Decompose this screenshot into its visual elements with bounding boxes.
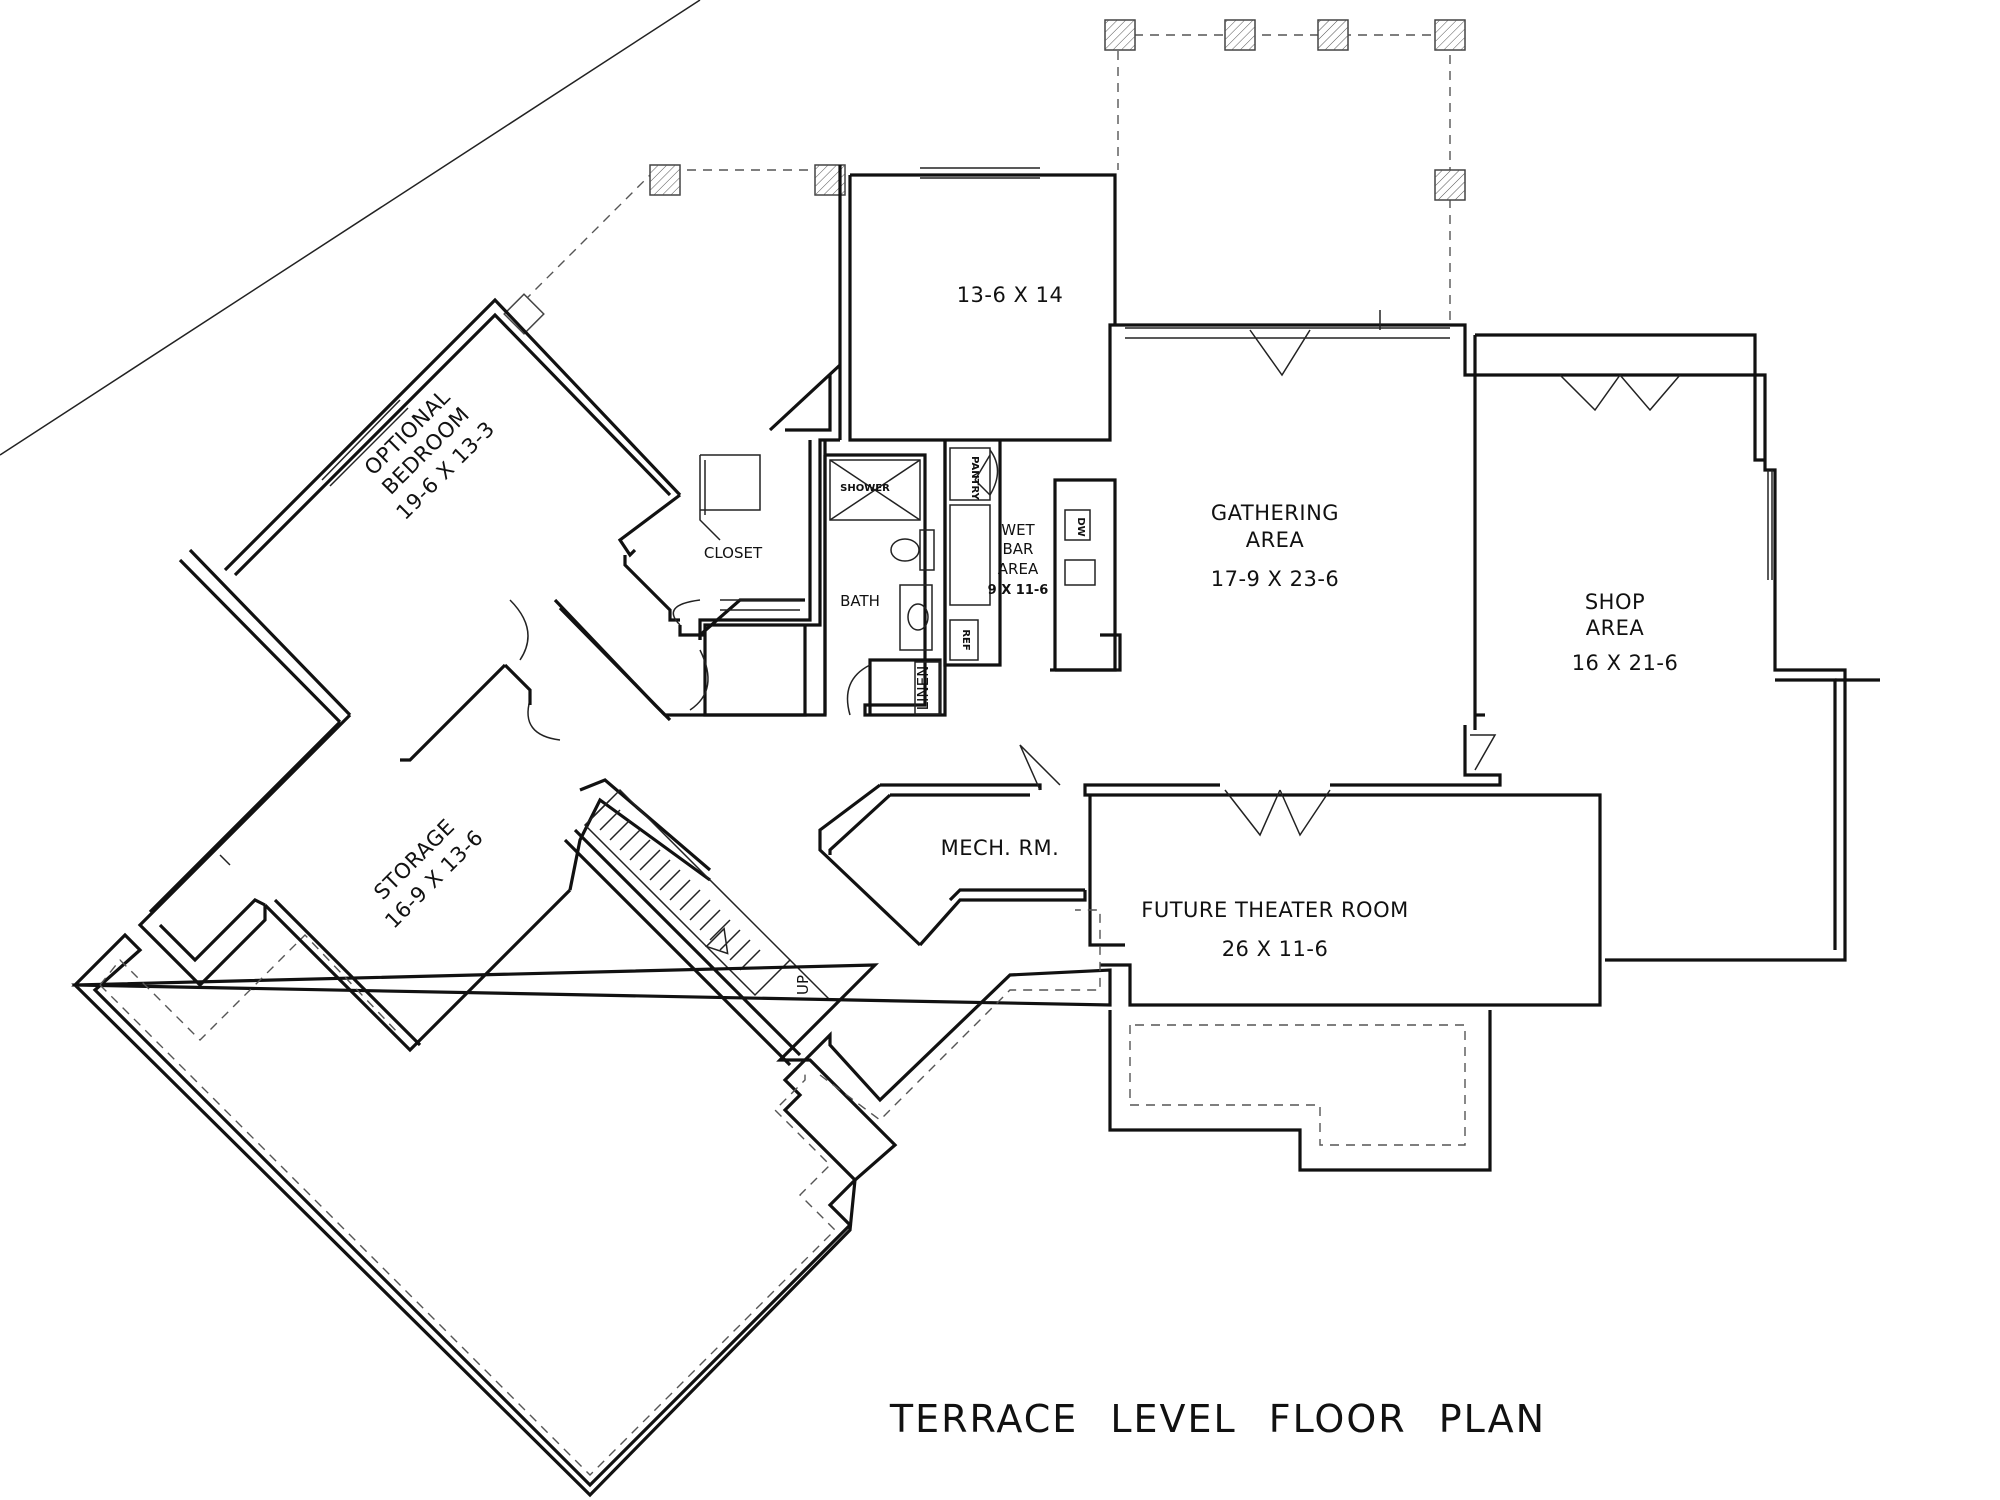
windows <box>321 167 1773 580</box>
mech-room-label: MECH. RM. <box>941 836 1060 860</box>
wet-bar-name-3: AREA <box>998 560 1039 578</box>
wet-bar-name-1: WET <box>1001 521 1035 539</box>
porch-room-dims: 13-6 X 14 <box>957 283 1064 307</box>
linen-closet <box>914 661 941 715</box>
future-theater-dims: 26 X 11-6 <box>1222 937 1329 961</box>
stairs <box>563 788 831 1067</box>
linen-label: LINEN <box>914 666 932 711</box>
shower-label: SHOWER <box>840 483 890 494</box>
shop-area-dims: 16 X 21-6 <box>1572 651 1679 675</box>
optional-bedroom-label: OPTIONAL BEDROOM 19-6 X 13-3 <box>360 385 500 525</box>
garage-slab <box>71 909 1112 1498</box>
dishwasher <box>1064 509 1091 541</box>
gathering-area-name-1: GATHERING <box>1211 501 1339 525</box>
storage-label: STORAGE 16-9 X 13-6 <box>369 814 488 933</box>
plan-title: TERRACE LEVEL FLOOR PLAN <box>889 1397 1546 1441</box>
gathering-area-name-2: AREA <box>1246 528 1305 552</box>
stair-arrow-icon <box>705 927 729 955</box>
closet-bath-walls <box>0 0 947 717</box>
storage-walls <box>137 663 712 1053</box>
theater-bump-out <box>1108 1010 1492 1172</box>
gathering-area-walls <box>818 310 1602 1007</box>
refrigerator-label: REF <box>960 629 971 650</box>
future-theater-name: FUTURE THEATER ROOM <box>1141 898 1408 922</box>
porch-post <box>503 293 545 335</box>
optional-bedroom-walls <box>178 297 685 762</box>
shower-stall <box>829 459 921 521</box>
pantry-closet <box>949 447 991 501</box>
stair-up-label: UP <box>794 975 812 995</box>
bath-vanity <box>899 584 933 651</box>
bath-label: BATH <box>840 592 880 610</box>
door-swings <box>509 329 1681 837</box>
covered-porch-outline <box>503 19 1466 335</box>
pantry-label: PANTRY <box>969 456 980 500</box>
closet-label: CLOSET <box>704 544 763 562</box>
shop-area-name-1: SHOP <box>1585 590 1645 614</box>
dishwasher-label: DW <box>1075 517 1086 536</box>
gathering-area-dims: 17-9 X 23-6 <box>1211 567 1340 591</box>
wet-bar-area <box>943 440 1122 672</box>
wet-bar-dims: 9 X 11-6 <box>988 583 1049 598</box>
exterior-walls <box>703 165 1880 962</box>
closet-shelving <box>699 455 800 611</box>
bar-sink <box>1064 559 1096 586</box>
refrigerator <box>949 619 979 661</box>
wet-bar-name-2: BAR <box>1003 540 1034 558</box>
shop-area-name-2: AREA <box>1586 616 1645 640</box>
